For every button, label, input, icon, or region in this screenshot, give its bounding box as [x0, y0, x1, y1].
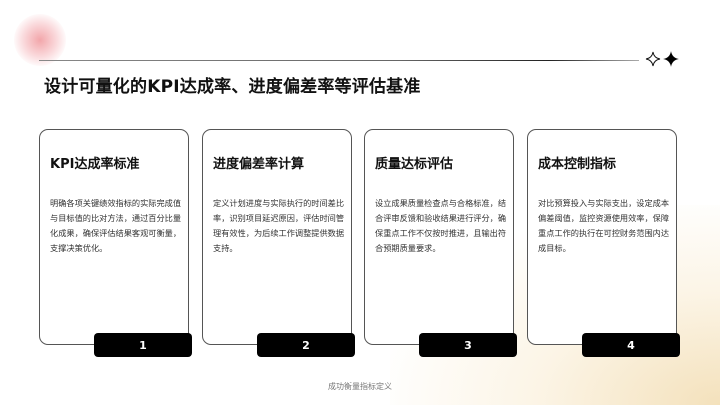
- card-number-badge: 1: [94, 333, 192, 357]
- sparkle-outline-icon: [645, 51, 661, 67]
- card-number-badge: 2: [257, 333, 355, 357]
- card-body: 对比预算投入与实际支出，设定成本偏差阈值，监控资源使用效率，保障重点工作的执行在…: [538, 198, 670, 253]
- card-quality-assessment: 质量达标评估 设立成果质量检查点与合格标准，结合评审反馈和验收结果进行评分，确保…: [364, 129, 514, 345]
- footer-caption: 成功衡量指标定义: [328, 382, 392, 391]
- sparkle-filled-icon: [663, 51, 679, 67]
- card-body: 明确各项关键绩效指标的实际完成值与目标值的比对方法，通过百分比量化成果，确保评估…: [50, 198, 182, 253]
- card-kpi-achievement: KPI达成率标准 明确各项关键绩效指标的实际完成值与目标值的比对方法，通过百分比…: [39, 129, 189, 345]
- page-title: 设计可量化的KPI达成率、进度偏差率等评估基准: [44, 77, 421, 97]
- header-divider: [39, 60, 639, 61]
- sparkle-decoration: [645, 50, 680, 68]
- card-body: 定义计划进度与实际执行的时间差比率，识别项目延迟原因，评估时间管理有效性，为后续…: [213, 198, 345, 253]
- card-title: 进度偏差率计算: [213, 157, 305, 172]
- card-title: 质量达标评估: [375, 157, 454, 172]
- card-title: 成本控制指标: [538, 157, 617, 172]
- card-progress-deviation: 进度偏差率计算 定义计划进度与实际执行的时间差比率，识别项目延迟原因，评估时间管…: [202, 129, 352, 345]
- card-cost-control: 成本控制指标 对比预算投入与实际支出，设定成本偏差阈值，监控资源使用效率，保障重…: [527, 129, 677, 345]
- decorative-pink-blob: [14, 14, 66, 66]
- card-body: 设立成果质量检查点与合格标准，结合评审反馈和验收结果进行评分，确保重点工作不仅按…: [375, 198, 507, 253]
- card-number-badge: 3: [419, 333, 517, 357]
- card-number-badge: 4: [582, 333, 680, 357]
- card-title: KPI达成率标准: [50, 157, 140, 172]
